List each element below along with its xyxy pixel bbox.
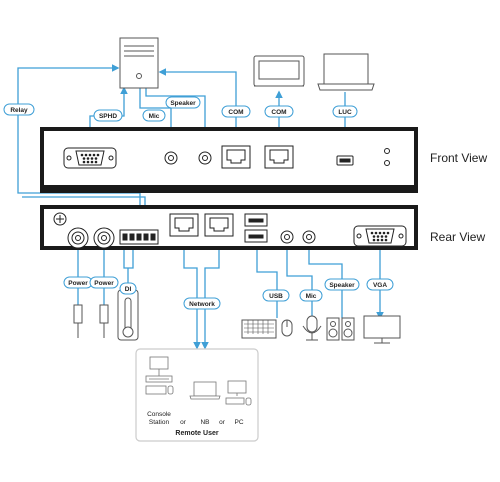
- com2-label: COM: [271, 109, 286, 116]
- com2-port: [264, 145, 294, 169]
- pc-icon: [225, 380, 252, 406]
- rear-view-label: Rear View: [430, 230, 485, 244]
- relay-line: [17, 64, 141, 208]
- power-jack-1: [67, 227, 89, 249]
- vga-port: [353, 225, 407, 247]
- luc-port: [336, 155, 354, 166]
- speaker-front-label: Speaker: [170, 100, 196, 107]
- console-station-line1: Console: [147, 411, 171, 418]
- usb-label: USB: [269, 293, 283, 300]
- com1-line: [158, 68, 237, 148]
- speaker-jack-rear: [302, 230, 316, 244]
- speaker-front-label-pill: Speaker: [165, 96, 201, 109]
- speaker-rear-label: Speaker: [329, 282, 355, 289]
- mic-rear-label: Mic: [306, 293, 317, 300]
- speaker-rear-line: [308, 246, 343, 318]
- relay-label-pill: Relay: [3, 103, 35, 116]
- di-line: [123, 250, 134, 269]
- sphd-label-pill: SPHD: [93, 109, 123, 122]
- terminal-block: [119, 229, 159, 245]
- mic-jack-rear: [280, 230, 294, 244]
- front-view-label: Front View: [430, 151, 487, 165]
- com1-label: COM: [228, 109, 243, 116]
- microphone-icon: [302, 315, 322, 341]
- luc-label-pill: LUC: [332, 105, 358, 118]
- mic-jack-front: [164, 151, 178, 165]
- relay-line-2: [22, 196, 146, 208]
- power2-label-pill: Power: [89, 276, 119, 289]
- di-label: DI: [125, 286, 132, 293]
- remote-user-box: Console Station or NB or PC Remote User: [135, 348, 259, 442]
- monitor-icon: [363, 315, 401, 344]
- nb-label: NB: [200, 419, 209, 426]
- ground-icon: [53, 212, 67, 226]
- com1-label-pill: COM: [221, 105, 251, 118]
- or-text-1: or: [180, 419, 187, 426]
- pc-label: PC: [234, 419, 243, 426]
- usb-label-pill: USB: [262, 289, 290, 302]
- lan-port-1: [169, 213, 199, 237]
- console-station-line2: Station: [149, 419, 170, 426]
- terminal-icon: [253, 55, 305, 87]
- rear-panel: [40, 205, 418, 250]
- speaker-rear-label-pill: Speaker: [324, 278, 360, 291]
- front-panel: [40, 127, 418, 193]
- sphd-port: [63, 147, 117, 169]
- pc-tower-icon: [119, 37, 159, 89]
- vga-label: VGA: [373, 282, 387, 289]
- power2-label: Power: [94, 280, 114, 287]
- mic-rear-line: [286, 246, 313, 318]
- lan-port-2: [204, 213, 234, 237]
- remote-user-title: Remote User: [175, 430, 218, 437]
- relay-label: Relay: [10, 107, 28, 114]
- console-station-icon: [145, 356, 174, 395]
- keyboard-icon: [241, 319, 277, 339]
- power1-label-pill: Power: [63, 276, 93, 289]
- led-1: [384, 148, 390, 154]
- mic-rear-label-pill: Mic: [299, 289, 323, 302]
- mic-front-label-pill: Mic: [142, 109, 166, 122]
- or-text-2: or: [219, 419, 226, 426]
- speaker-jack-front: [198, 151, 212, 165]
- power1-label: Power: [68, 280, 88, 287]
- vga-label-pill: VGA: [366, 278, 394, 291]
- power-plug-1-icon: [73, 304, 83, 338]
- luc-label: LUC: [338, 109, 352, 116]
- mic-front-label: Mic: [149, 113, 160, 120]
- speakers-icon: [326, 317, 355, 341]
- com1-port: [221, 145, 251, 169]
- com2-label-pill: COM: [264, 105, 294, 118]
- nb-laptop-icon: [189, 381, 221, 400]
- network-label: Network: [189, 301, 215, 308]
- pill-labels: Relay SPHD Mic Speaker COM COM LUC Powe: [3, 96, 394, 310]
- sphd-label: SPHD: [99, 113, 117, 120]
- sensor-icon: [117, 289, 139, 341]
- laptop-icon: [317, 53, 375, 91]
- power-plug-2-icon: [99, 304, 109, 338]
- usb-ports: [244, 213, 268, 243]
- mouse-icon: [281, 319, 293, 337]
- di-label-pill: DI: [119, 282, 137, 295]
- led-2: [384, 160, 390, 166]
- usb-line: [256, 246, 278, 318]
- power-jack-2: [93, 227, 115, 249]
- speaker-front-line: [145, 88, 206, 148]
- network-label-pill: Network: [183, 297, 221, 310]
